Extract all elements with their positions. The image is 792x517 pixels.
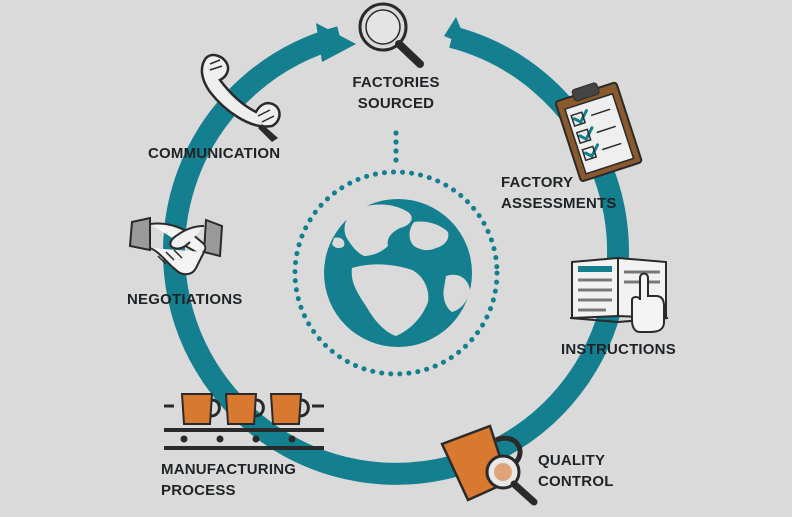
handshake-icon <box>128 216 224 276</box>
label-factories-sourced: FACTORIES SOURCED <box>352 74 440 112</box>
globe-icon <box>324 199 472 347</box>
label-quality-control: QUALITY CONTROL <box>538 452 614 490</box>
label-factory-assessments: FACTORY ASSESSMENTS <box>501 174 617 212</box>
ring-arrowhead-right <box>444 17 468 46</box>
magnifying-glass-icon <box>358 2 424 68</box>
mug-inspection-icon <box>440 424 538 506</box>
label-manufacturing-process: MANUFACTURING PROCESS <box>161 461 297 499</box>
conveyor-mugs-icon <box>164 393 324 450</box>
ring-arrowhead-left <box>316 23 356 62</box>
open-book-icon <box>569 256 669 333</box>
label-negotiations: NEGOTIATIONS <box>127 291 243 308</box>
telephone-handset-icon <box>200 53 281 142</box>
clipboard-checklist-icon <box>554 81 643 182</box>
dotted-globe-ring <box>292 169 500 377</box>
label-instructions: INSTRUCTIONS <box>561 341 676 358</box>
dotted-connector <box>393 130 399 163</box>
label-communication: COMMUNICATION <box>148 145 281 162</box>
